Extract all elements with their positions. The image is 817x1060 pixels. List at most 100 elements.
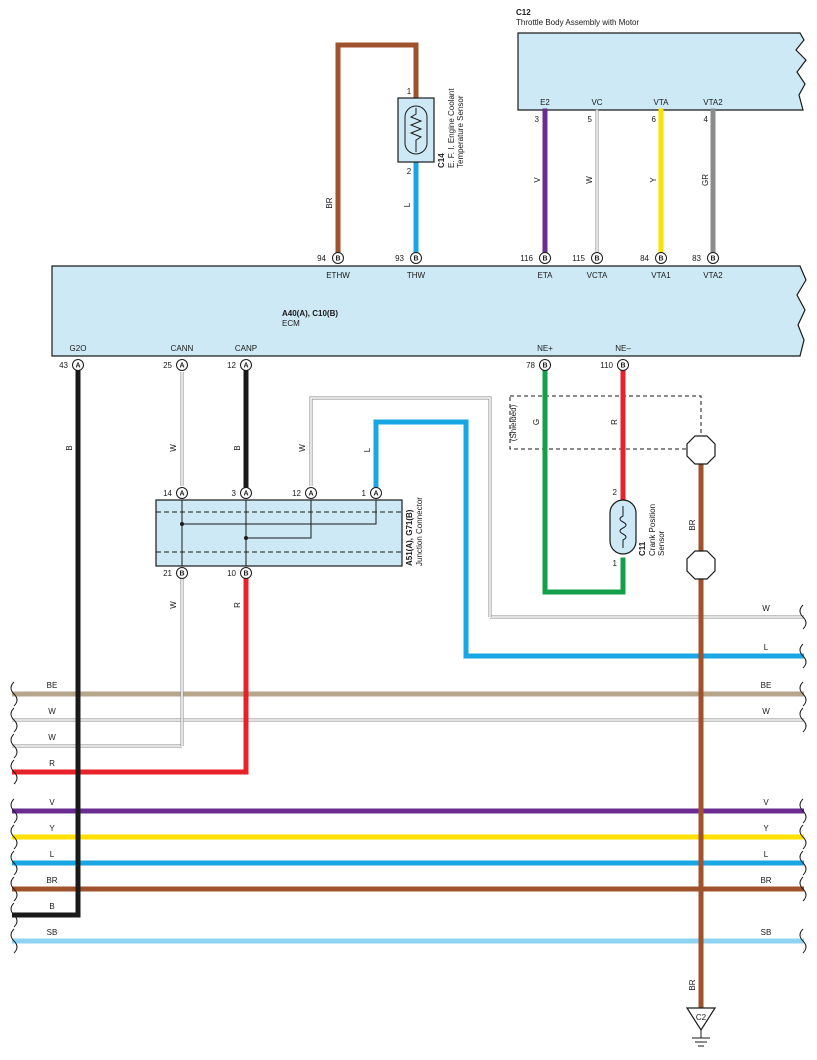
- c12-pin-5: 5: [588, 115, 593, 124]
- pin-ne-plus-conn: B: [542, 363, 547, 370]
- wire-label-l: L: [403, 202, 412, 207]
- wire-label-w: W: [585, 176, 594, 184]
- splice-top-icon: [686, 435, 716, 465]
- ecm-term-ne-minus: NE–: [615, 344, 631, 353]
- c12-term-vta2: VTA2: [703, 98, 723, 107]
- bus-label-l-right: L: [764, 643, 769, 652]
- throttle-body-assembly: C12 Throttle Body Assembly with Motor E2…: [516, 8, 807, 111]
- ecm-pin-110: 110: [600, 361, 613, 370]
- pin-eta-conn: B: [542, 256, 547, 263]
- pin-canp-circle: [240, 359, 252, 371]
- wire-label-shield-drain: BR: [688, 519, 697, 530]
- pin-jc1-circle: [370, 487, 382, 499]
- ecm-pin-83: 83: [692, 254, 701, 263]
- ecm-pin-12: 12: [227, 361, 236, 370]
- ecm-term-vta1: VTA1: [651, 271, 671, 280]
- crank-position-sensor: (Shielded) G R 2 1 C11 Crank Position Se…: [509, 369, 702, 595]
- wire-label-br: BR: [325, 197, 334, 208]
- pin-ethw-circle: [332, 252, 344, 264]
- ground-triangle-icon: [685, 1007, 717, 1032]
- left-break-marks: [10, 681, 18, 954]
- ecm-lower-wires: B W B W L W R: [65, 369, 492, 918]
- c11-name-line1: Crank Position: [648, 504, 657, 556]
- junction-name: Junction Connector: [415, 497, 424, 566]
- ecm-pin-84: 84: [640, 254, 649, 263]
- pin-vcta-conn: B: [594, 256, 599, 263]
- c11-pin-2: 2: [613, 488, 618, 497]
- pin-ne-minus-circle: [617, 359, 629, 371]
- ecm-term-ne-plus: NE+: [537, 344, 553, 353]
- bus-label-y-left: Y: [49, 824, 55, 833]
- wire-label-gr: GR: [701, 174, 710, 186]
- bus-label-sb-right: SB: [761, 928, 772, 937]
- pin-jc12-circle: [305, 487, 317, 499]
- c11-pin-1: 1: [613, 559, 618, 568]
- pin-vta1-conn: B: [658, 256, 663, 263]
- pin-jc3-circle: [240, 487, 252, 499]
- ecm-term-eta: ETA: [538, 271, 554, 280]
- wire-jc12-w: [310, 397, 491, 617]
- junction-pin-14: 14: [163, 489, 172, 498]
- resistor-icon: [409, 108, 423, 152]
- bus-label-v-left: V: [49, 798, 55, 807]
- junction-pin-10: 10: [227, 569, 236, 578]
- c11-name-line2: Sensor: [657, 530, 666, 556]
- junction-node-b: [244, 536, 248, 540]
- pin-jc10-conn: B: [243, 571, 248, 578]
- pin-vta2-circle: [707, 252, 719, 264]
- coolant-temp-sensor: 1 2 BR L C14 E. F. I. Engine Coolant Tem…: [325, 42, 465, 258]
- junction-body: [155, 499, 403, 567]
- throttle-wires: 3 5 6 4 V W Y GR: [533, 108, 716, 258]
- c12-code: C12: [516, 8, 531, 17]
- pin-g2o-circle: [72, 359, 84, 371]
- pin-jc3-conn: A: [243, 491, 248, 498]
- ecm-pin-116: 116: [520, 254, 533, 263]
- ecm-pin-115: 115: [572, 254, 585, 263]
- bus-label-l-right2: L: [764, 850, 769, 859]
- pin-jc1-conn: A: [373, 491, 378, 498]
- junction-pin-21: 21: [163, 569, 172, 578]
- c14-name-line2: Temperature Sensor: [456, 95, 465, 168]
- c12-term-e2: E2: [540, 98, 550, 107]
- ecm-pin-93: 93: [395, 254, 404, 263]
- junction-pin-3: 3: [232, 489, 237, 498]
- wire-label-jc10: R: [233, 602, 242, 608]
- shield-box: [509, 395, 702, 450]
- junction-link-3-12: [246, 500, 312, 539]
- coil-icon: [619, 506, 627, 548]
- wire-ethw-br: [335, 42, 419, 258]
- ecm-term-vcta: VCTA: [587, 271, 608, 280]
- junction-pin-1: 1: [362, 489, 367, 498]
- c12-term-vta: VTA: [654, 98, 670, 107]
- pin-jc21-conn: B: [179, 571, 184, 578]
- bus-label-sb-left: SB: [47, 928, 58, 937]
- ecm: A40(A), C10(B) ECM 94 ETHW 93 THW 116 ET…: [51, 254, 807, 370]
- ecm-code: A40(A), C10(B): [282, 309, 338, 318]
- pin-eta-circle: [539, 252, 551, 264]
- harness-buses: W L BE BE W W W R V V Y Y L L BR BR B SB…: [10, 604, 807, 954]
- wire-label-jc1: L: [363, 447, 372, 452]
- ecm-pin-25: 25: [163, 361, 172, 370]
- wire-label-v: V: [533, 177, 542, 183]
- ground-code: C2: [696, 1013, 707, 1022]
- wire-label-jc12: W: [298, 444, 307, 452]
- ecm-term-ethw: ETHW: [326, 271, 350, 280]
- bus-label-br-right: BR: [760, 876, 771, 885]
- connector-pins: B B B B B B A A A B B A A A A B B: [72, 252, 719, 579]
- c12-pin-6: 6: [652, 115, 657, 124]
- c12-name: Throttle Body Assembly with Motor: [516, 18, 639, 27]
- ecm-term-g2o: G2O: [70, 344, 87, 353]
- bus-label-l-left: L: [50, 850, 55, 859]
- pin-jc21-circle: [176, 567, 188, 579]
- ecm-pin-43: 43: [59, 361, 68, 370]
- crank-sensor-body: [609, 499, 637, 555]
- c14-pin-1: 1: [407, 87, 412, 96]
- wire-label-cann: W: [169, 444, 178, 452]
- pin-thw-circle: [410, 252, 422, 264]
- c12-pin-3: 3: [535, 115, 540, 124]
- ecm-pin-94: 94: [317, 254, 326, 263]
- c14-code: C14: [437, 153, 446, 168]
- junction-link-14-1: [182, 500, 377, 525]
- pin-ne-plus-circle: [539, 359, 551, 371]
